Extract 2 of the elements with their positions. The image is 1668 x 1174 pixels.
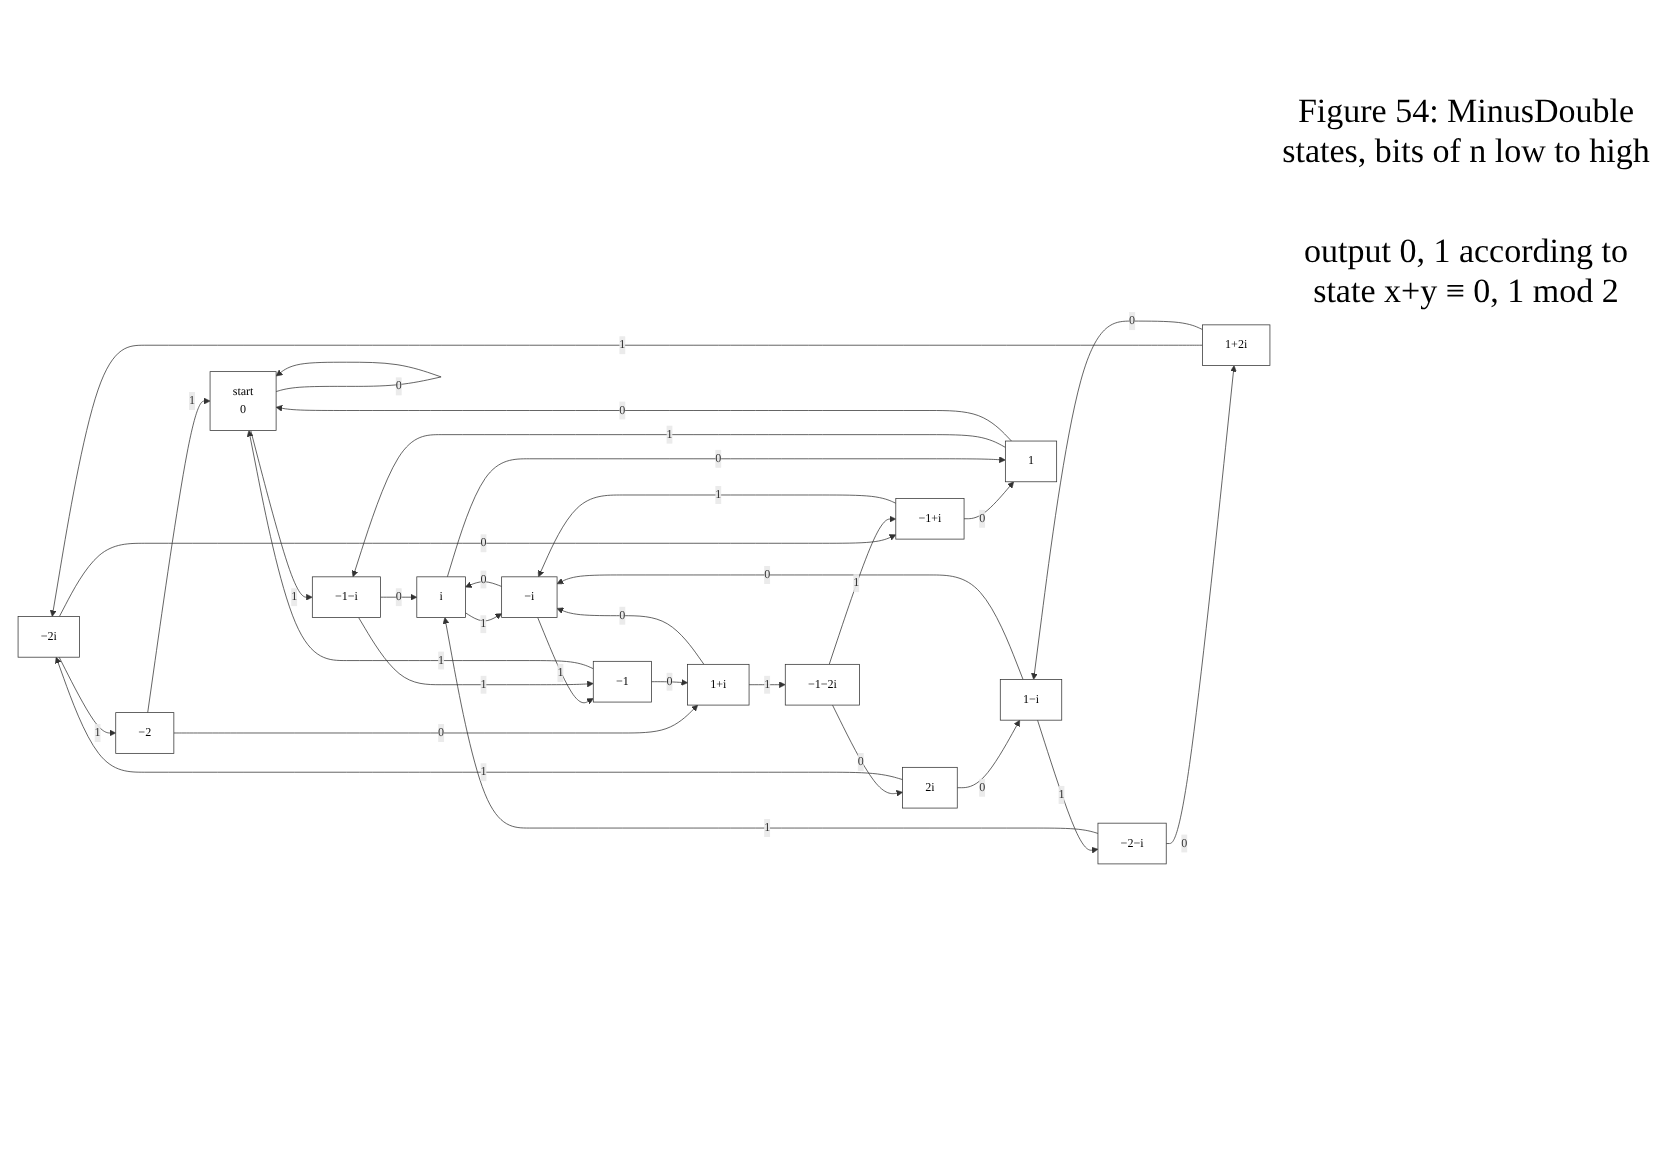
figure-caption: Figure 54: MinusDouble states, bits of n low to high (1280, 92, 1652, 172)
note: output 0, 1 according to state x+y ≡ 0, 1 mod 2 (1302, 232, 1630, 312)
